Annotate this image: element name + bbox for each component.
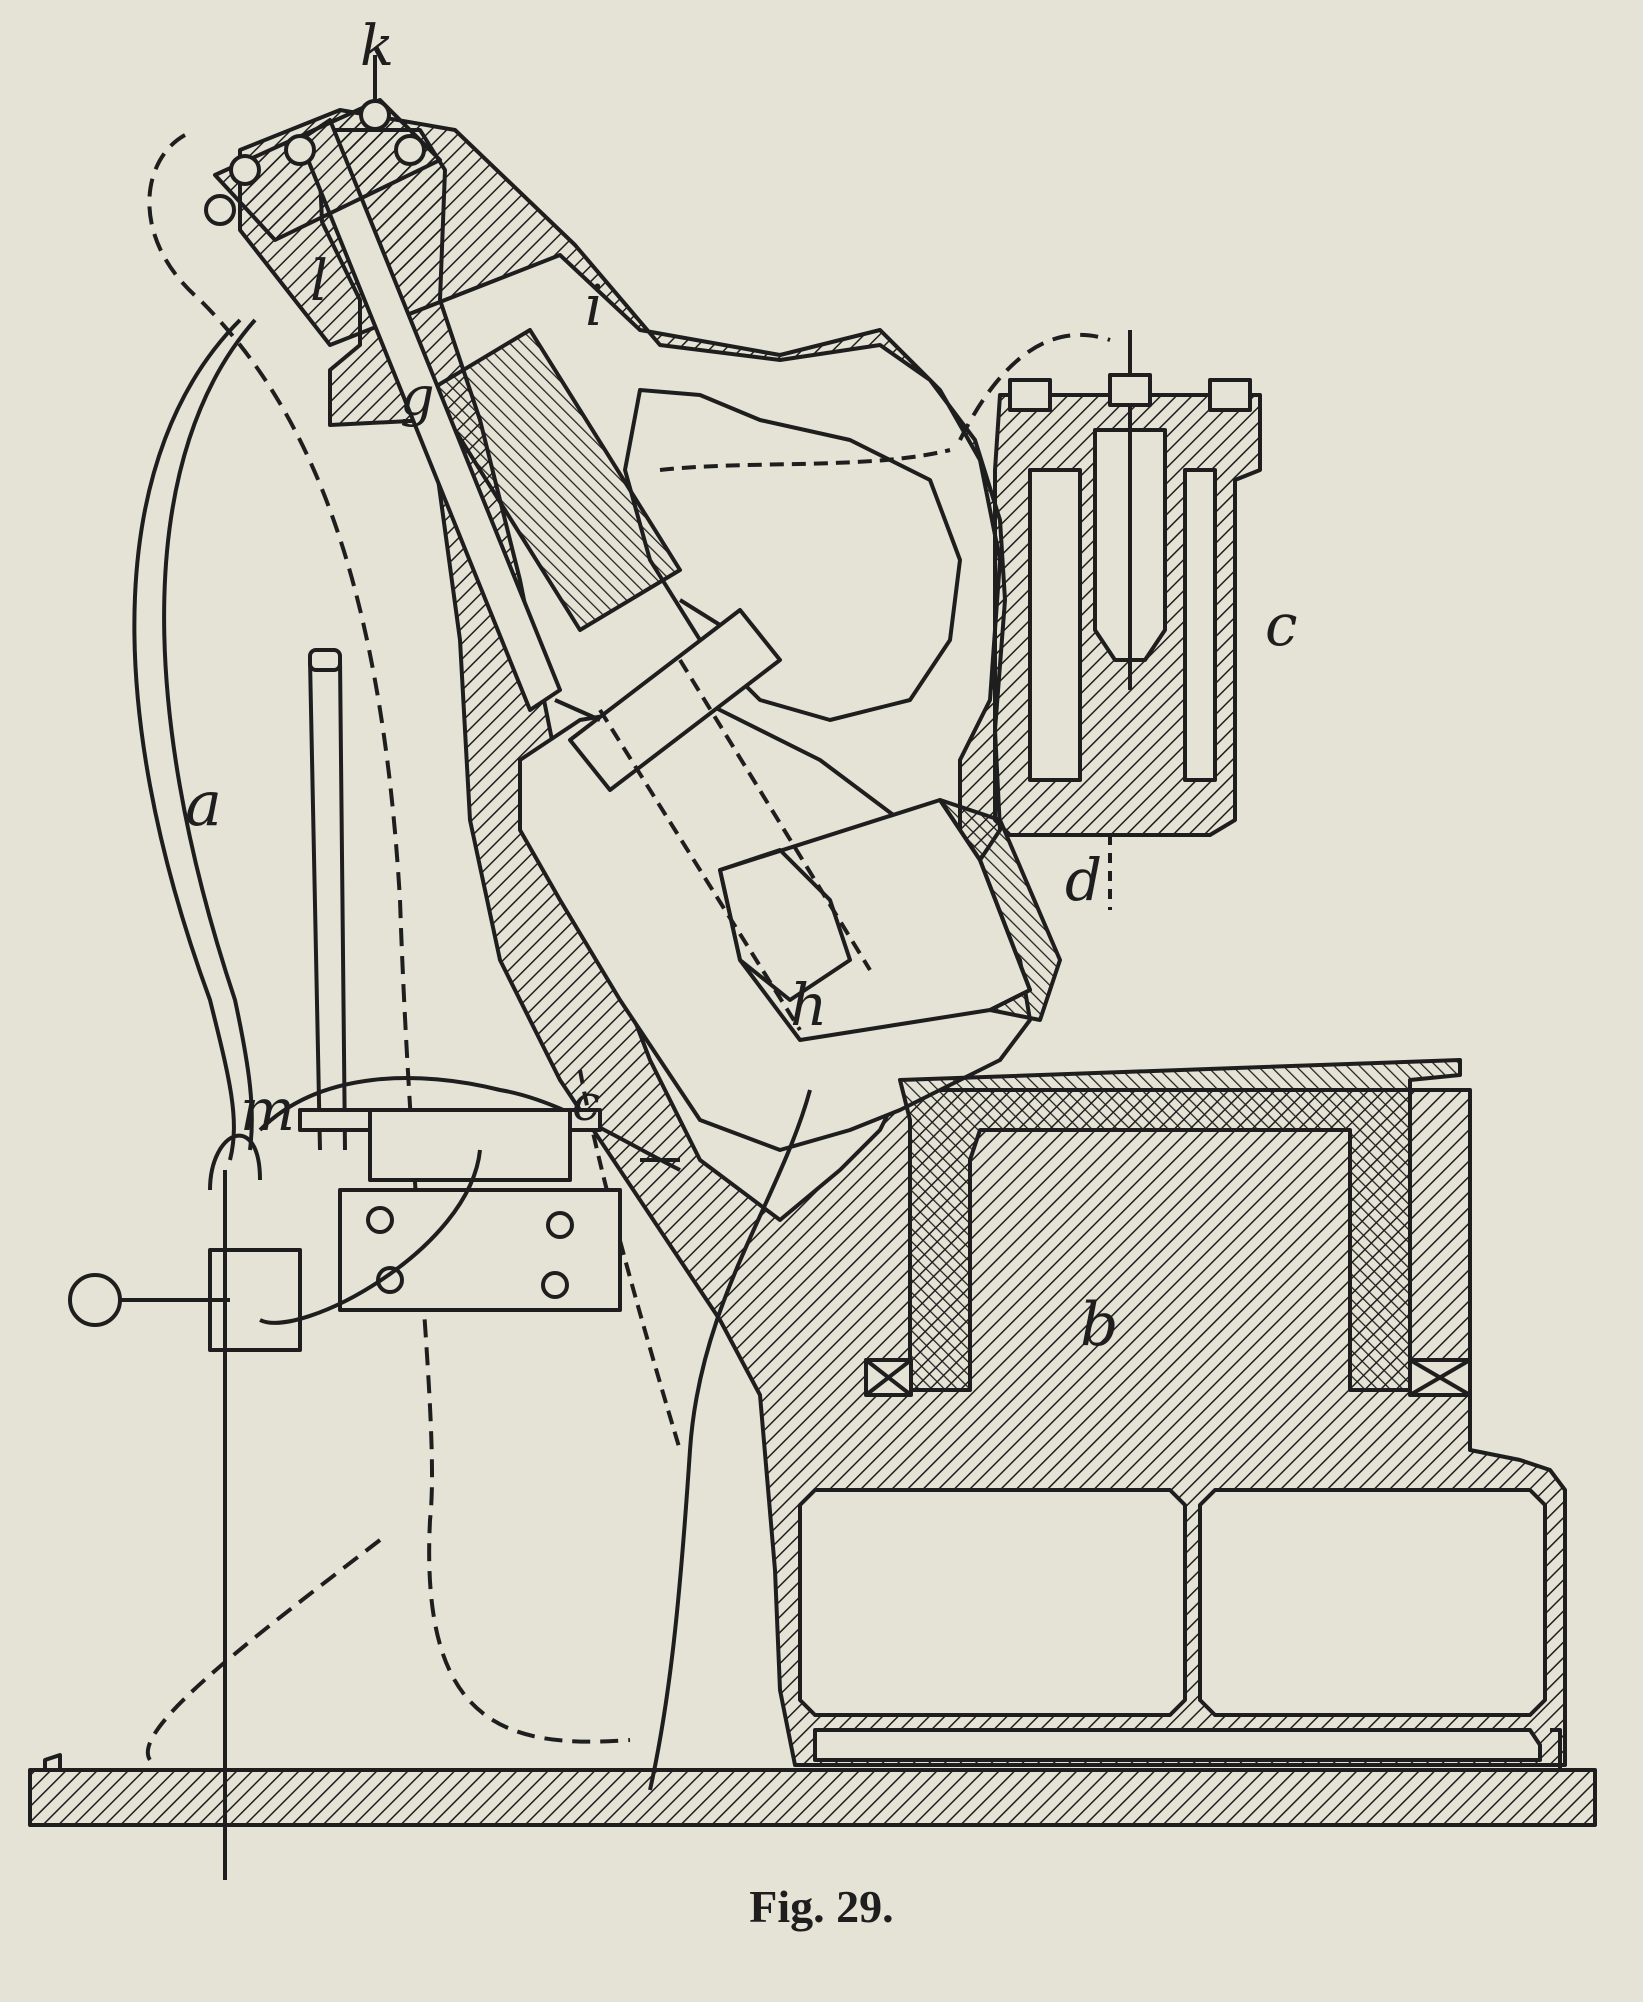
label-d: d xyxy=(1065,846,1102,914)
label-l: l xyxy=(310,249,328,314)
label-h: h xyxy=(790,971,827,1039)
label-i: i xyxy=(585,274,603,339)
accumulator xyxy=(993,330,1262,910)
label-c-accumulator: c xyxy=(1265,591,1297,659)
control-valve xyxy=(68,648,681,1880)
figure-caption: Fig. 29. xyxy=(749,1881,894,1932)
ram-cylinder xyxy=(298,118,1062,1042)
label-a: a xyxy=(185,767,222,840)
label-g: g xyxy=(400,365,435,428)
label-c-valve: c xyxy=(572,1074,600,1132)
label-k: k xyxy=(360,14,394,79)
label-b: b xyxy=(1080,1290,1118,1360)
label-m: m xyxy=(240,1076,295,1144)
cylinder-head xyxy=(204,55,442,242)
break-line xyxy=(648,1089,812,1791)
